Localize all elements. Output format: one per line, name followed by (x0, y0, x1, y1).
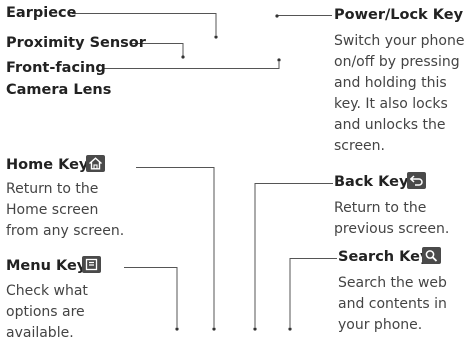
home-desc-line: from any screen. (6, 223, 125, 239)
front-camera-label-line1: Front-facing (6, 60, 106, 76)
search-desc-line: your phone. (338, 317, 423, 333)
power-lock-dot (275, 14, 279, 18)
menu-icon (82, 256, 101, 273)
front-camera-leader (102, 62, 280, 69)
power-lock-desc-line: on/off by pressing (334, 54, 460, 70)
back-leader (254, 183, 333, 327)
search-dot (288, 327, 292, 331)
front-camera-label-line2: Camera Lens (6, 82, 112, 98)
home-leader (136, 167, 215, 327)
power-lock-title: Power/Lock Key (334, 7, 464, 23)
back-dot (253, 327, 257, 331)
search-key-title: Search Key (338, 249, 430, 265)
earpiece-label: Earpiece (6, 5, 77, 21)
power-lock-desc-line: screen. (334, 138, 385, 154)
menu-desc-line: available. (6, 325, 74, 341)
search-desc-line: Search the web (338, 275, 447, 291)
power-lock-desc-line: and holding this (334, 75, 447, 91)
earpiece-dot (214, 35, 218, 39)
proximity-sensor-label: Proximity Sensor (6, 35, 146, 51)
back-key-title: Back Key (334, 174, 409, 190)
back-arrow-icon (407, 172, 426, 189)
back-desc-line: previous screen. (334, 221, 450, 237)
proximity-leader (131, 43, 184, 56)
power-lock-desc-line: key. It also locks (334, 96, 448, 112)
home-dot (212, 327, 216, 331)
menu-dot (175, 327, 179, 331)
earpiece-leader (72, 13, 217, 35)
back-desc-line: Return to the (334, 200, 427, 216)
search-icon (422, 247, 441, 264)
search-desc-line: and contents in (338, 296, 447, 312)
menu-desc-line: Check what (6, 283, 88, 299)
menu-key-title: Menu Key (6, 258, 87, 274)
home-key-title: Home Key (6, 157, 89, 173)
proximity-dot (181, 55, 185, 59)
power-lock-desc-line: Switch your phone (334, 33, 465, 49)
menu-desc-line: options are (6, 304, 85, 320)
front-camera-dot (277, 58, 281, 62)
home-icon (86, 155, 105, 172)
menu-leader (124, 267, 178, 327)
home-desc-line: Home screen (6, 202, 99, 218)
power-lock-desc-line: and unlocks the (334, 117, 446, 133)
home-desc-line: Return to the (6, 181, 99, 197)
search-leader (289, 258, 337, 327)
